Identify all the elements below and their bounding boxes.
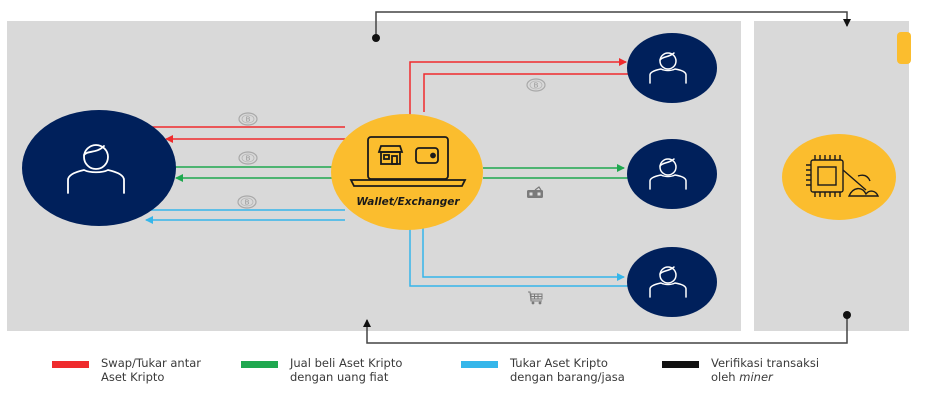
user-node-left[interactable]	[22, 110, 176, 226]
legend-swatch-green	[241, 361, 278, 368]
person-icon	[649, 158, 687, 190]
person-icon	[649, 52, 687, 84]
svg-text:B: B	[246, 155, 251, 163]
svg-text:B: B	[245, 199, 250, 207]
verification-connector-top	[372, 11, 851, 42]
verification-connector-bottom	[363, 311, 851, 344]
chip-pickaxe-icon	[806, 155, 880, 197]
laptop-store-wallet-icon	[349, 136, 467, 187]
flow-red-right	[409, 58, 630, 118]
wallet-exchanger-label: Wallet/Exchanger	[356, 196, 460, 208]
miner-panel-tab	[897, 32, 911, 64]
shopping-cart-icon	[528, 291, 543, 305]
user-node-bottom-right[interactable]	[627, 247, 717, 317]
miner-node[interactable]	[782, 134, 896, 220]
user-node-mid-right[interactable]	[627, 139, 717, 209]
flow-blue-left	[145, 209, 345, 224]
bitcoin-coin-icon: B	[237, 195, 257, 209]
bitcoin-coin-icon: B	[526, 78, 546, 92]
svg-text:B: B	[534, 82, 539, 90]
flow-red-left	[148, 126, 345, 143]
legend-label: Verifikasi transaksi oleh miner	[711, 356, 820, 384]
legend-swatch-blue	[461, 361, 498, 368]
legend-swatch-black	[662, 361, 699, 368]
person-icon	[649, 266, 687, 298]
legend-item-miner: Verifikasi transaksi oleh miner	[662, 356, 819, 384]
bitcoin-coin-icon: B	[238, 112, 258, 126]
cash-icon	[527, 186, 543, 198]
user-node-top-right[interactable]	[627, 33, 717, 103]
person-icon	[67, 144, 125, 194]
flow-green-left	[173, 166, 333, 182]
crypto-flow-diagram: B B B B	[7, 11, 911, 344]
bitcoin-coin-icon: B	[238, 151, 258, 165]
flow-green-right	[483, 164, 628, 179]
wallet-exchanger-node[interactable]: Wallet/Exchanger	[331, 114, 483, 230]
svg-text:B: B	[246, 116, 251, 124]
legend-swatch-red	[52, 361, 89, 368]
flow-blue-right	[409, 228, 630, 287]
